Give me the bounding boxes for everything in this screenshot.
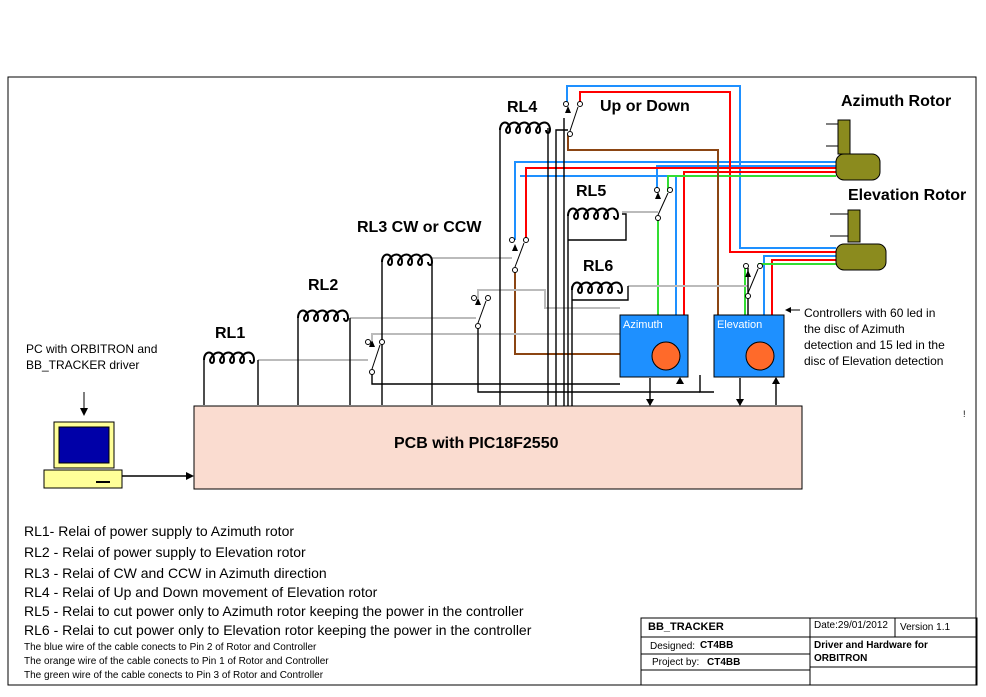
rl4-coil: [499, 121, 552, 134]
elevation-rotor-label: Elevation Rotor: [848, 187, 966, 204]
wire-note-blue: The blue wire of the cable conects to Pi…: [24, 642, 317, 653]
arrows: [186, 106, 791, 480]
rl1-label: RL1: [215, 325, 245, 342]
legend-rl4: RL4 - Relai of Up and Down movement of E…: [24, 584, 378, 600]
azimuth-led-disc: [651, 341, 681, 371]
sheet-frame: [7, 76, 977, 686]
title-description-1: Driver and Hardware for: [814, 640, 928, 651]
wire-blue-elevation: [566, 85, 836, 249]
pc-computer-icon: [43, 421, 123, 489]
pcb-board: [193, 405, 803, 490]
wiring: [258, 85, 836, 361]
wire-gray-rl2-ctrl: [477, 289, 620, 309]
rl2-label: RL2: [308, 277, 338, 294]
legend-rl1: RL1- Relai of power supply to Azimuth ro…: [24, 523, 295, 539]
title-project-by: CT4BB: [707, 657, 741, 668]
title-description-2: ORBITRON: [814, 653, 868, 664]
legend-rl6: RL6 - Relai to cut power only to Elevati…: [24, 622, 532, 638]
azimuth-controller-label: Azimuth: [623, 319, 663, 331]
title-block: [640, 617, 978, 686]
controllers-note-3: detection and 15 led in the: [804, 338, 945, 352]
title-project: BB_TRACKER: [648, 621, 724, 633]
rl5-label: RL5: [576, 183, 606, 200]
rl3-coil: [381, 253, 434, 266]
wire-note-green: The green wire of the cable conects to P…: [24, 670, 324, 681]
wire-brown-b: [514, 268, 620, 355]
wire-red-el-ctrl: [771, 259, 836, 315]
rl4-label: RL4: [507, 99, 537, 116]
elevation-controller-label: Elevation: [717, 319, 762, 331]
relay-levers: [371, 106, 759, 370]
pc-label-1: PC with ORBITRON and: [26, 342, 157, 356]
wire-red-elevation: [579, 91, 836, 253]
wire-blue-azimuth-b: [656, 165, 836, 190]
relay-coils: [203, 121, 624, 364]
rl5-coil: [567, 207, 620, 220]
elevation-controller: Elevation: [713, 314, 785, 378]
elevation-rotor-icon: [830, 209, 887, 271]
azimuth-rotor-icon: [826, 119, 881, 181]
controllers-note-1: Controllers with 60 led in: [804, 306, 935, 320]
pc-label-2: BB_TRACKER driver: [26, 358, 139, 372]
legend-rl3: RL3 - Relai of CW and CCW in Azimuth dir…: [24, 565, 327, 581]
wire-gray-rl1-ctrl: [371, 333, 620, 340]
rl6-coil: [571, 281, 624, 294]
legend-rl5: RL5 - Relai to cut power only to Azimuth…: [24, 603, 524, 619]
rl2-coil: [297, 309, 350, 322]
rl6-label: RL6: [583, 258, 613, 275]
title-date: Date:29/01/2012: [814, 620, 888, 631]
up-down-label: Up or Down: [600, 98, 690, 115]
rl1-coil: [203, 351, 256, 364]
wire-green-az-rotor: [667, 175, 836, 192]
wire-red-az-ctrl: [683, 171, 836, 315]
azimuth-rotor-label: Azimuth Rotor: [841, 93, 951, 110]
wire-blue-el-ctrl: [763, 255, 836, 315]
wire-note-orange: The orange wire of the cable conects to …: [24, 656, 329, 667]
pcb-label: PCB with PIC18F2550: [394, 435, 559, 452]
wire-brown-a: [567, 134, 719, 315]
relay-contacts: [365, 101, 763, 375]
title-version: Version 1.1: [900, 622, 951, 633]
controllers-note-4: disc of Elevation detection: [804, 354, 943, 368]
stray-mark: !: [963, 409, 966, 419]
wire-red-azimuth: [525, 167, 836, 240]
rl3-label: RL3 CW or CCW: [357, 219, 482, 236]
title-designed-by: CT4BB: [700, 640, 734, 651]
elevation-led-disc: [745, 341, 775, 371]
controllers-note-2: the disc of Azimuth: [804, 322, 905, 336]
title-designed-label: Designed:: [650, 641, 696, 652]
legend-rl2: RL2 - Relai of power supply to Elevation…: [24, 544, 306, 560]
azimuth-controller: Azimuth: [619, 314, 689, 378]
title-project-by-label: Project by:: [652, 657, 700, 668]
